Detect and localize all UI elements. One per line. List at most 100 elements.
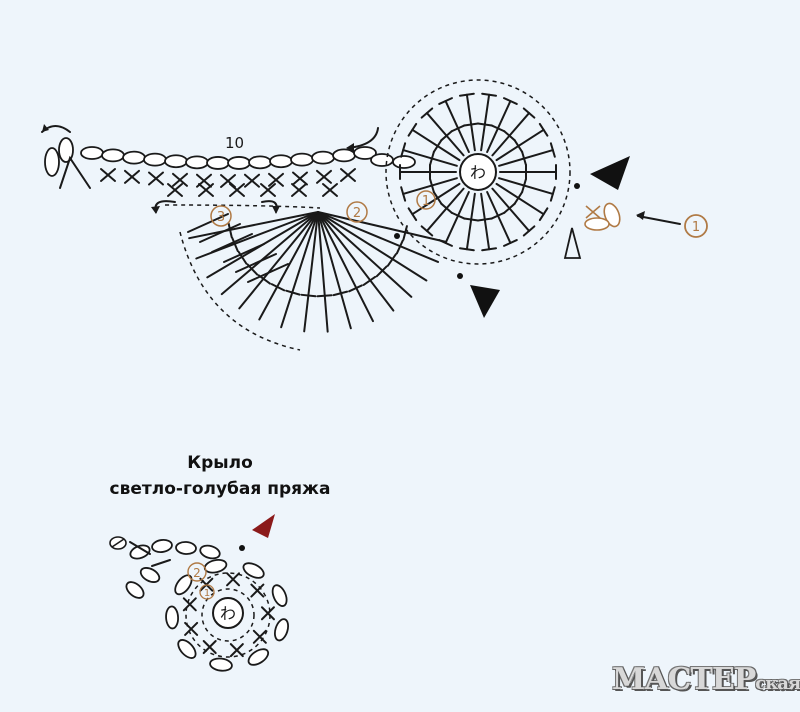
stitch-top (420, 107, 434, 119)
fan-stitch (238, 211, 319, 310)
stitch-top (522, 107, 536, 119)
body-fan-stitches (179, 211, 447, 351)
wing-diagram: わ 1 2 (109, 514, 289, 672)
chain-stitch (44, 147, 60, 177)
stitch-crossbar (362, 275, 377, 286)
single-crochet-mark (198, 183, 214, 197)
chain-stitch (185, 155, 209, 170)
chain-stitch (80, 146, 104, 160)
stitch-crossbar (440, 130, 453, 142)
stitch-top (400, 186, 407, 202)
wing-title: Крыло (187, 453, 253, 473)
stitch-top (407, 122, 418, 137)
double-crochet-stitch (411, 128, 461, 162)
single-crochet-mark (292, 171, 308, 186)
join-dot-1 (574, 183, 580, 189)
chain-stitch (392, 155, 416, 169)
chain-stitch (122, 150, 146, 165)
magic-ring (459, 153, 497, 191)
row-marker-1-outside: 1 (684, 214, 708, 238)
fan-stitch (258, 211, 319, 321)
body-outline (179, 231, 301, 351)
stitch-crossbar (348, 284, 363, 293)
stitch-top (407, 207, 418, 222)
chain-loop (199, 544, 221, 560)
row-marker-1: 1 (416, 190, 436, 210)
row-marker-3: 3 (210, 205, 232, 227)
watermark-main: МАСТЕР (612, 662, 756, 697)
watermark-logo: МАСТЕРская (612, 662, 800, 706)
fan-stitch (317, 211, 352, 330)
stitch-top (438, 97, 453, 105)
chain-loop (274, 618, 289, 642)
fan-stitch (211, 233, 253, 253)
double-crochet-stitch (498, 149, 554, 167)
stitch-crossbar (227, 222, 233, 239)
chain-stitch (353, 146, 377, 160)
single-crochet-mark (226, 572, 241, 587)
single-crochet-mark (260, 606, 275, 621)
single-crochet-mark (244, 173, 260, 188)
stitch-crossbar (432, 139, 443, 153)
chain-stitch (164, 154, 188, 169)
stitch-crossbar (402, 225, 408, 241)
double-crochet-stitch (465, 93, 476, 152)
chain-loop (125, 581, 145, 599)
stitch-top (481, 92, 498, 97)
stitch-crossbar (476, 122, 493, 127)
stitch-crossbar (463, 122, 480, 127)
fan-stitch (317, 211, 374, 323)
chain-loop (209, 657, 233, 672)
start-arrowhead (636, 211, 645, 220)
wing-chain-loops (125, 538, 289, 672)
row-marker-2: 2 (346, 201, 368, 223)
chain-stitch (269, 154, 293, 169)
chain-loop (165, 605, 179, 630)
stitch-crossbar (428, 150, 435, 167)
chain-loop (174, 574, 193, 596)
fan-stitch (317, 211, 447, 243)
wing-tip (109, 536, 127, 550)
chain-stitch (58, 137, 74, 163)
stitch-crossbar (300, 293, 317, 298)
single-crochet-mark (172, 172, 188, 187)
wing-row-marker-2: 2 (187, 562, 207, 582)
chain-loop (151, 538, 173, 554)
stitch-top (538, 207, 549, 222)
chain-loop (177, 639, 197, 659)
single-crochet-mark (260, 183, 276, 197)
fan-stitch (317, 211, 329, 333)
row-marker-1-label: 1 (422, 194, 430, 209)
body-diagram: 10 わ 1 2 3 1 (41, 79, 708, 351)
head-tail-chains (563, 202, 621, 259)
head-stitches (399, 92, 557, 252)
single-crochet-mark (182, 597, 197, 612)
chain-stitch (143, 152, 167, 167)
double-crochet-stitch (480, 93, 491, 152)
wing-end-marker (252, 514, 275, 538)
single-crochet-mark (184, 621, 199, 636)
double-crochet-stitch (425, 187, 465, 232)
magic-ring-label: わ (470, 163, 486, 182)
double-crochet-stitch (402, 177, 458, 195)
wing-join-dot (239, 545, 245, 551)
stitch-top (400, 142, 407, 158)
chain-loop (203, 559, 228, 574)
double-crochet-stitch (402, 149, 458, 167)
stitch-crossbar (432, 191, 443, 205)
fan-stitch (220, 211, 319, 296)
stitch-crossbar (270, 283, 286, 292)
stitch-crossbar (395, 239, 404, 255)
stitch-crossbar (450, 124, 466, 133)
single-crochet-mark (250, 583, 265, 598)
double-crochet-stitch (486, 191, 512, 244)
double-crochet-stitch (491, 187, 531, 232)
join-dot-2 (457, 273, 463, 279)
chain-stitch (290, 152, 314, 167)
stitch-crossbar (332, 290, 349, 297)
watermark-suffix: ская (755, 673, 800, 694)
single-crochet-mark (124, 169, 140, 184)
wing-row-marker-2-label: 2 (193, 566, 201, 580)
stitch-crossbar (375, 265, 388, 278)
